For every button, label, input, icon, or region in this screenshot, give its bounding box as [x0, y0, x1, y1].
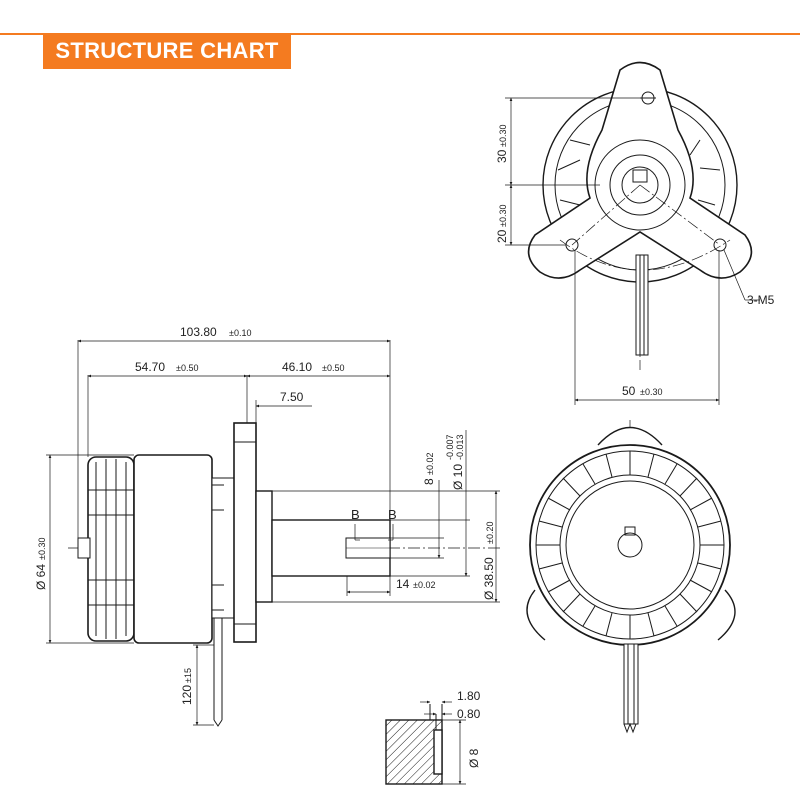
dim-key-depth: 8	[422, 478, 436, 485]
dim-body-length-tol: ±0.50	[176, 363, 198, 373]
dim-key-depth-tol: ±0.02	[425, 453, 435, 475]
section-label-b-right: B	[388, 507, 397, 522]
dim-lead-length-tol: ±15	[183, 668, 193, 683]
dim-mount-span-tol: ±0.30	[640, 387, 662, 397]
dim-spigot-dia-tol: ±0.20	[485, 522, 495, 544]
dim-mount-lower: 20	[495, 229, 509, 243]
rear-view-rotor	[526, 420, 736, 734]
side-view	[68, 422, 500, 727]
dim-mount-upper: 30	[495, 149, 509, 163]
dim-section-dia: Ø 8	[467, 748, 481, 768]
dim-shaft-length: 46.10	[282, 360, 312, 374]
dim-shaft-dia-tol-lower: -0.013	[455, 434, 465, 460]
dimension-labels: 103.80 ±0.10 54.70 ±0.50 46.10 ±0.50 7.5…	[34, 125, 775, 768]
dim-shaft-length-tol: ±0.50	[322, 363, 344, 373]
dim-mount-lower-tol: ±0.30	[498, 205, 508, 227]
section-label-b-left: B	[351, 507, 360, 522]
dim-key-length: 14	[396, 577, 410, 591]
dim-shaft-dia: Ø 10	[451, 464, 465, 490]
dim-lead-length: 120	[180, 685, 194, 705]
header-rule	[0, 33, 800, 35]
dim-body-length: 54.70	[135, 360, 165, 374]
dim-mount-holes: 3-M5	[747, 293, 775, 307]
dim-mount-span: 50	[622, 384, 636, 398]
front-view-mount	[527, 61, 753, 370]
dim-key-length-tol: ±0.02	[413, 580, 435, 590]
dim-body-dia: Ø 64	[34, 564, 48, 590]
side-view-dimensions	[46, 339, 500, 726]
dim-shaft-dia-tol-upper: -0.007	[445, 434, 455, 460]
dim-spigot-dia: Ø 38.50	[482, 557, 496, 600]
dim-body-dia-tol: ±0.30	[37, 538, 47, 560]
dim-section-w1: 1.80	[457, 689, 481, 703]
dim-flange-thickness: 7.50	[280, 390, 304, 404]
rotor-fins	[536, 451, 724, 639]
section-b-b	[385, 700, 466, 785]
dim-overall-length-tol: ±0.10	[229, 328, 251, 338]
dim-overall-length: 103.80	[180, 325, 217, 339]
page-title: STRUCTURE CHART	[55, 38, 279, 63]
dim-mount-upper-tol: ±0.30	[498, 125, 508, 147]
front-view-mount-dimensions	[505, 97, 760, 405]
title-banner: STRUCTURE CHART	[43, 33, 291, 69]
dim-section-w2: 0.80	[457, 707, 481, 721]
